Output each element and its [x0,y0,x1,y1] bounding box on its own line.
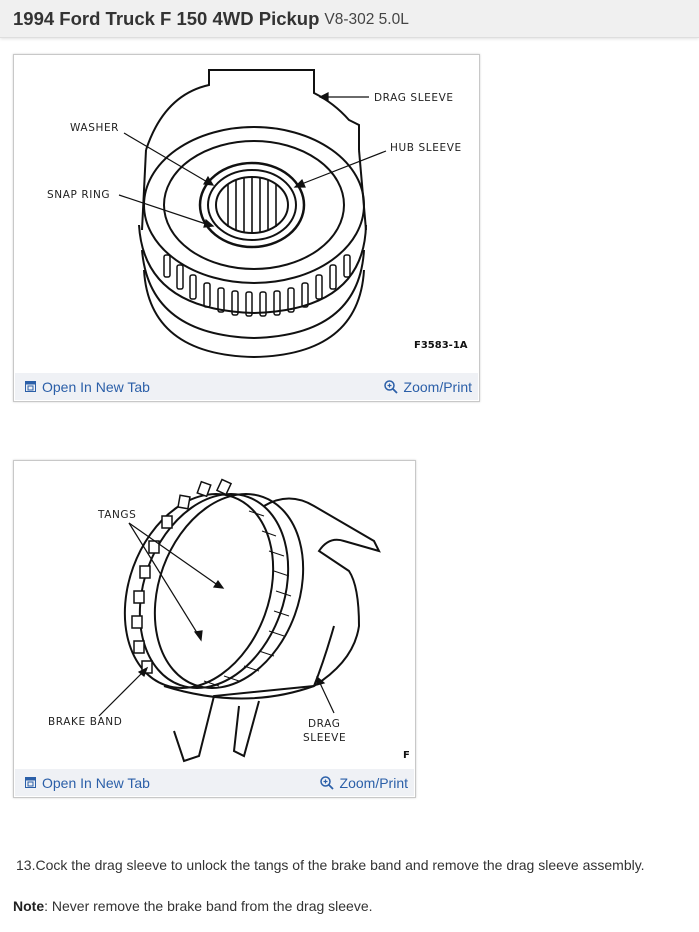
label-brake-band: BRAKE BAND [48,716,122,728]
zoom-print-link[interactable]: Zoom/Print [319,774,408,791]
figure-footer: Open In New Tab Zoom/Print [15,373,478,400]
zoom-icon [319,775,334,790]
zoom-icon [383,379,398,394]
label-snap-ring: SNAP RING [47,189,110,201]
drag-sleeve-illustration: DRAG SLEEVE WASHER HUB SLEEVE SNAP RING … [47,69,468,359]
figure-brake-band-tangs: TANGS BRAKE BAND DRAG SLEEVE F Open In N… [13,460,416,798]
note-text: : Never remove the brake band from the d… [44,898,373,914]
label-washer: WASHER [70,122,119,134]
figure-drag-sleeve-hub: DRAG SLEEVE WASHER HUB SLEEVE SNAP RING … [13,54,480,402]
zoom-print-link[interactable]: Zoom/Print [383,378,472,395]
note-label: Note [13,898,45,914]
open-new-tab-icon [25,777,36,788]
zoom-print-label: Zoom/Print [339,774,408,791]
brake-band-illustration: TANGS BRAKE BAND DRAG SLEEVE F [48,478,410,763]
open-in-new-tab-link[interactable]: Open In New Tab [25,379,150,395]
label-drag-line1: DRAG [308,718,341,730]
step-instruction: 13.Cock the drag sleeve to unlock the ta… [16,857,645,873]
label-drag-line2: SLEEVE [303,732,346,744]
zoom-print-label: Zoom/Print [403,378,472,395]
label-hub-sleeve: HUB SLEEVE [390,142,462,154]
label-drag-sleeve: DRAG SLEEVE [374,92,454,104]
open-in-new-tab-link[interactable]: Open In New Tab [25,775,150,791]
open-in-new-tab-label: Open In New Tab [42,774,150,791]
page-header: 1994 Ford Truck F 150 4WD Pickup V8-302 … [0,0,699,38]
open-in-new-tab-label: Open In New Tab [42,378,150,395]
label-tangs: TANGS [97,509,136,521]
engine-subtitle: V8-302 5.0L [324,10,409,28]
figure-footer: Open In New Tab Zoom/Print [15,769,414,796]
page-title: 1994 Ford Truck F 150 4WD Pickup [13,7,320,29]
note-paragraph: Note: Never remove the brake band from t… [13,898,373,914]
figure-code: F3583-1A [414,340,468,351]
open-new-tab-icon [25,381,36,392]
figure-code: F [403,750,410,761]
